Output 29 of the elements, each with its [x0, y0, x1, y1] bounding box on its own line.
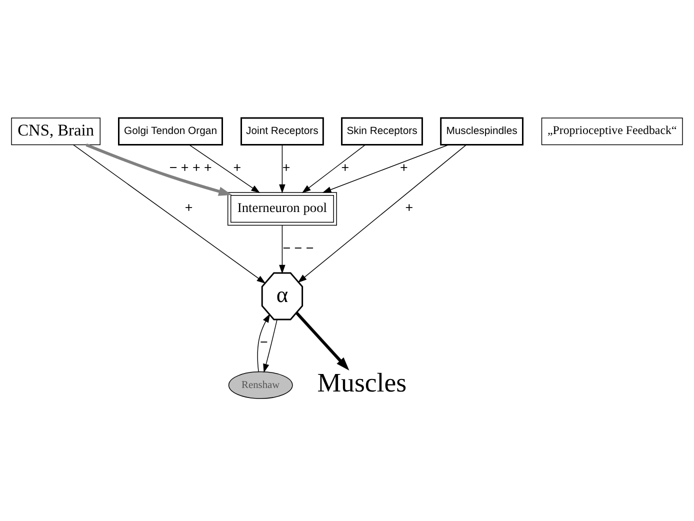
node-box: Musclespindles	[440, 117, 524, 146]
arrow	[188, 144, 260, 194]
arrow	[322, 144, 449, 193]
edge-label: − − −	[282, 240, 314, 256]
node-box: CNS, Brain	[11, 118, 100, 146]
arrow	[257, 314, 270, 372]
node-box: Joint Receptors	[240, 117, 324, 146]
arrow	[302, 144, 366, 194]
arrow	[86, 143, 232, 196]
edge-label: − + + +	[169, 160, 212, 175]
edge-label: +	[233, 160, 242, 175]
arrow	[73, 144, 266, 284]
arrow	[296, 312, 350, 371]
arrow	[279, 224, 286, 274]
node-box: Skin Receptors	[341, 117, 423, 146]
edge-label: +	[282, 160, 290, 175]
edge-label: +	[405, 200, 414, 216]
arrow	[263, 319, 278, 373]
node-box: Interneuron pool	[227, 192, 337, 226]
edge-label: −	[260, 334, 268, 350]
arrow	[279, 144, 286, 194]
node-box: „Proprioceptive Feedback“	[541, 118, 683, 146]
node-box: Golgi Tendon Organ	[118, 117, 223, 146]
edge-label: +	[400, 160, 408, 175]
edge-label: +	[341, 160, 350, 175]
edge-label: +	[184, 200, 193, 216]
arrow	[298, 144, 466, 283]
node-text: Muscles	[317, 368, 407, 398]
node-ellipse: Renshaw	[228, 371, 293, 399]
